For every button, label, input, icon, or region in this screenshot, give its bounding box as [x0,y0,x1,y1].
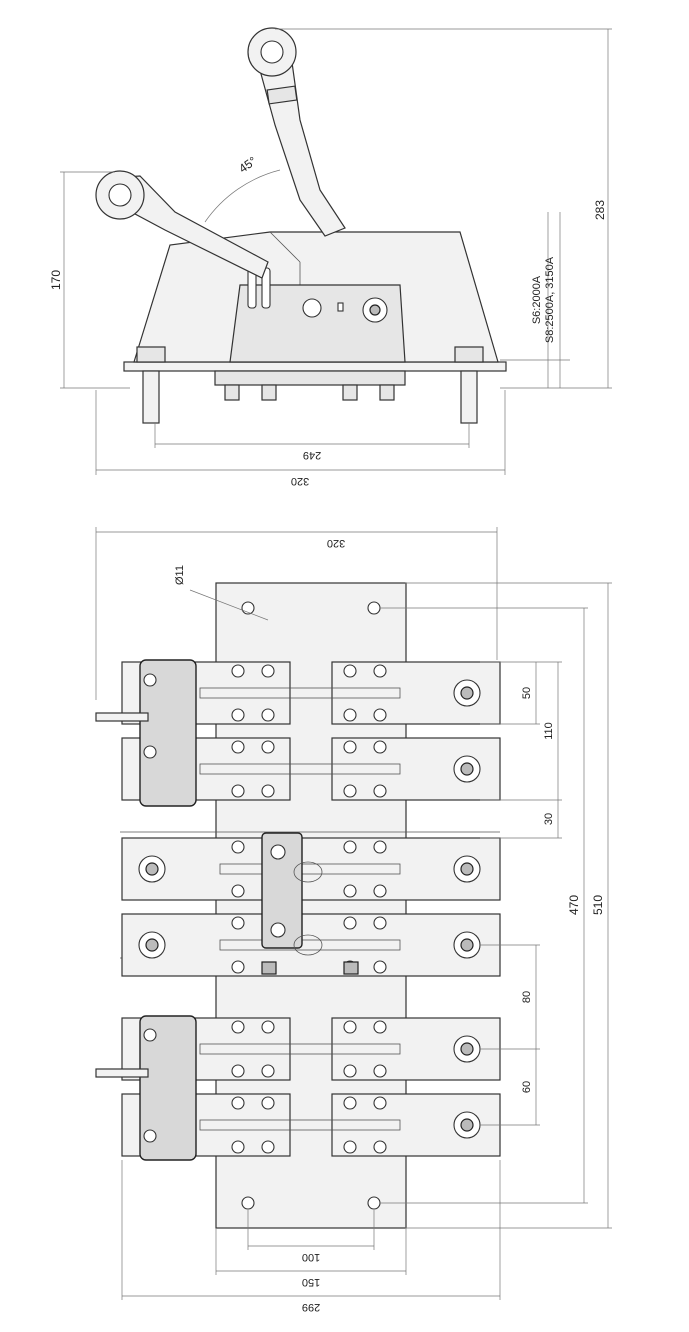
dim-pole-pitch-1: 50 [521,687,533,699]
pole-2 [121,737,501,801]
dim-gap: 30 [543,813,555,825]
dim-hole-diameter: Ø11 [174,565,186,585]
side-housing-edge [269,231,301,263]
side-view-dimensions: 283 170 45° 249 320 S6:2000A S8:2500A, 3… [49,154,607,487]
top-mount-hole-2 [367,601,381,615]
side-insulator-block [214,370,406,386]
dim-hole-spacing-long: 470 [567,895,581,915]
side-bolt-shank-left [142,370,160,424]
side-base-plate [123,361,507,372]
side-bolt-shank-right [460,370,478,424]
side-cam-hub [369,304,381,316]
dim-overall-width: 299 [302,1301,320,1313]
side-nut-1 [224,384,240,401]
pole-4 [121,913,501,977]
side-nut-4 [379,384,395,401]
pole-3 [121,837,501,901]
dim-pole-pitch-2: 80 [521,991,533,1003]
dim-plate-width: 150 [302,1276,320,1288]
side-small-pin [337,302,344,312]
dim-plate-length: 510 [591,895,605,915]
side-handle-closed-hole [260,40,284,64]
side-handle-open-hole [108,183,132,207]
side-mechanism-bracket [229,284,406,363]
side-angle-arc [204,169,281,223]
note-rating-s6: S6:2000A [531,275,543,324]
dim-top-width: 320 [327,537,345,549]
side-nut-3 [342,384,358,401]
top-handle-upper [95,659,197,807]
dim-height-total: 283 [593,200,607,220]
side-bolt-head-right [454,346,484,363]
side-view [60,27,612,475]
side-nut-2 [261,384,277,401]
note-rating-s8: S8:2500A, 3150A [544,256,556,343]
dim-side-width: 320 [291,475,309,487]
top-mount-hole-3 [241,1196,255,1210]
top-view [95,527,612,1300]
dim-pole-span: 110 [543,722,555,740]
side-pivot [302,298,322,318]
dim-angle: 45° [236,154,259,176]
top-handle-lower [95,1015,197,1161]
dim-hole-spacing-short: 100 [302,1251,320,1263]
top-centre-mechanism [261,832,359,975]
top-view-dimensions: 320 Ø11 50 110 30 470 510 80 60 100 150 … [174,537,605,1313]
dim-hole-spacing: 249 [303,449,321,461]
top-mount-hole-4 [367,1196,381,1210]
side-bolt-head-left [136,346,166,363]
dim-height-base: 170 [49,270,63,290]
dim-pole-pitch-3: 60 [521,1081,533,1093]
side-handle-grip [266,85,298,105]
